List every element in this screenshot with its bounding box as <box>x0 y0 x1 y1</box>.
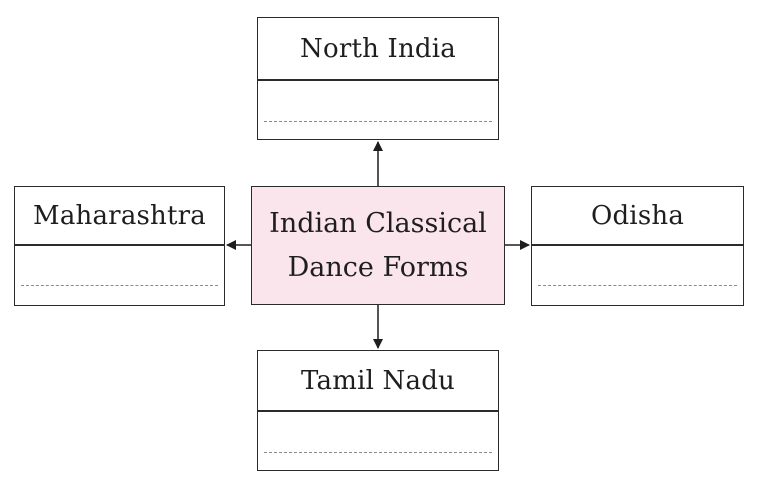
maharashtra-box: Maharashtra <box>14 186 225 306</box>
answer-dashed-line <box>264 121 492 122</box>
central-topic-box: Indian Classical Dance Forms <box>251 186 505 305</box>
answer-dashed-line <box>538 285 737 286</box>
odisha-title: Odisha <box>532 187 743 246</box>
central-topic-line-2: Dance Forms <box>287 251 469 283</box>
north-india-title: North India <box>258 18 498 81</box>
tamil-nadu-box: Tamil Nadu <box>257 350 499 471</box>
maharashtra-title: Maharashtra <box>15 187 224 246</box>
tamil-nadu-title: Tamil Nadu <box>258 351 498 412</box>
north-india-box: North India <box>257 17 499 140</box>
central-topic-line-1: Indian Classical <box>269 207 487 239</box>
answer-dashed-line <box>264 452 492 453</box>
answer-dashed-line <box>21 285 218 286</box>
odisha-box: Odisha <box>531 186 744 306</box>
